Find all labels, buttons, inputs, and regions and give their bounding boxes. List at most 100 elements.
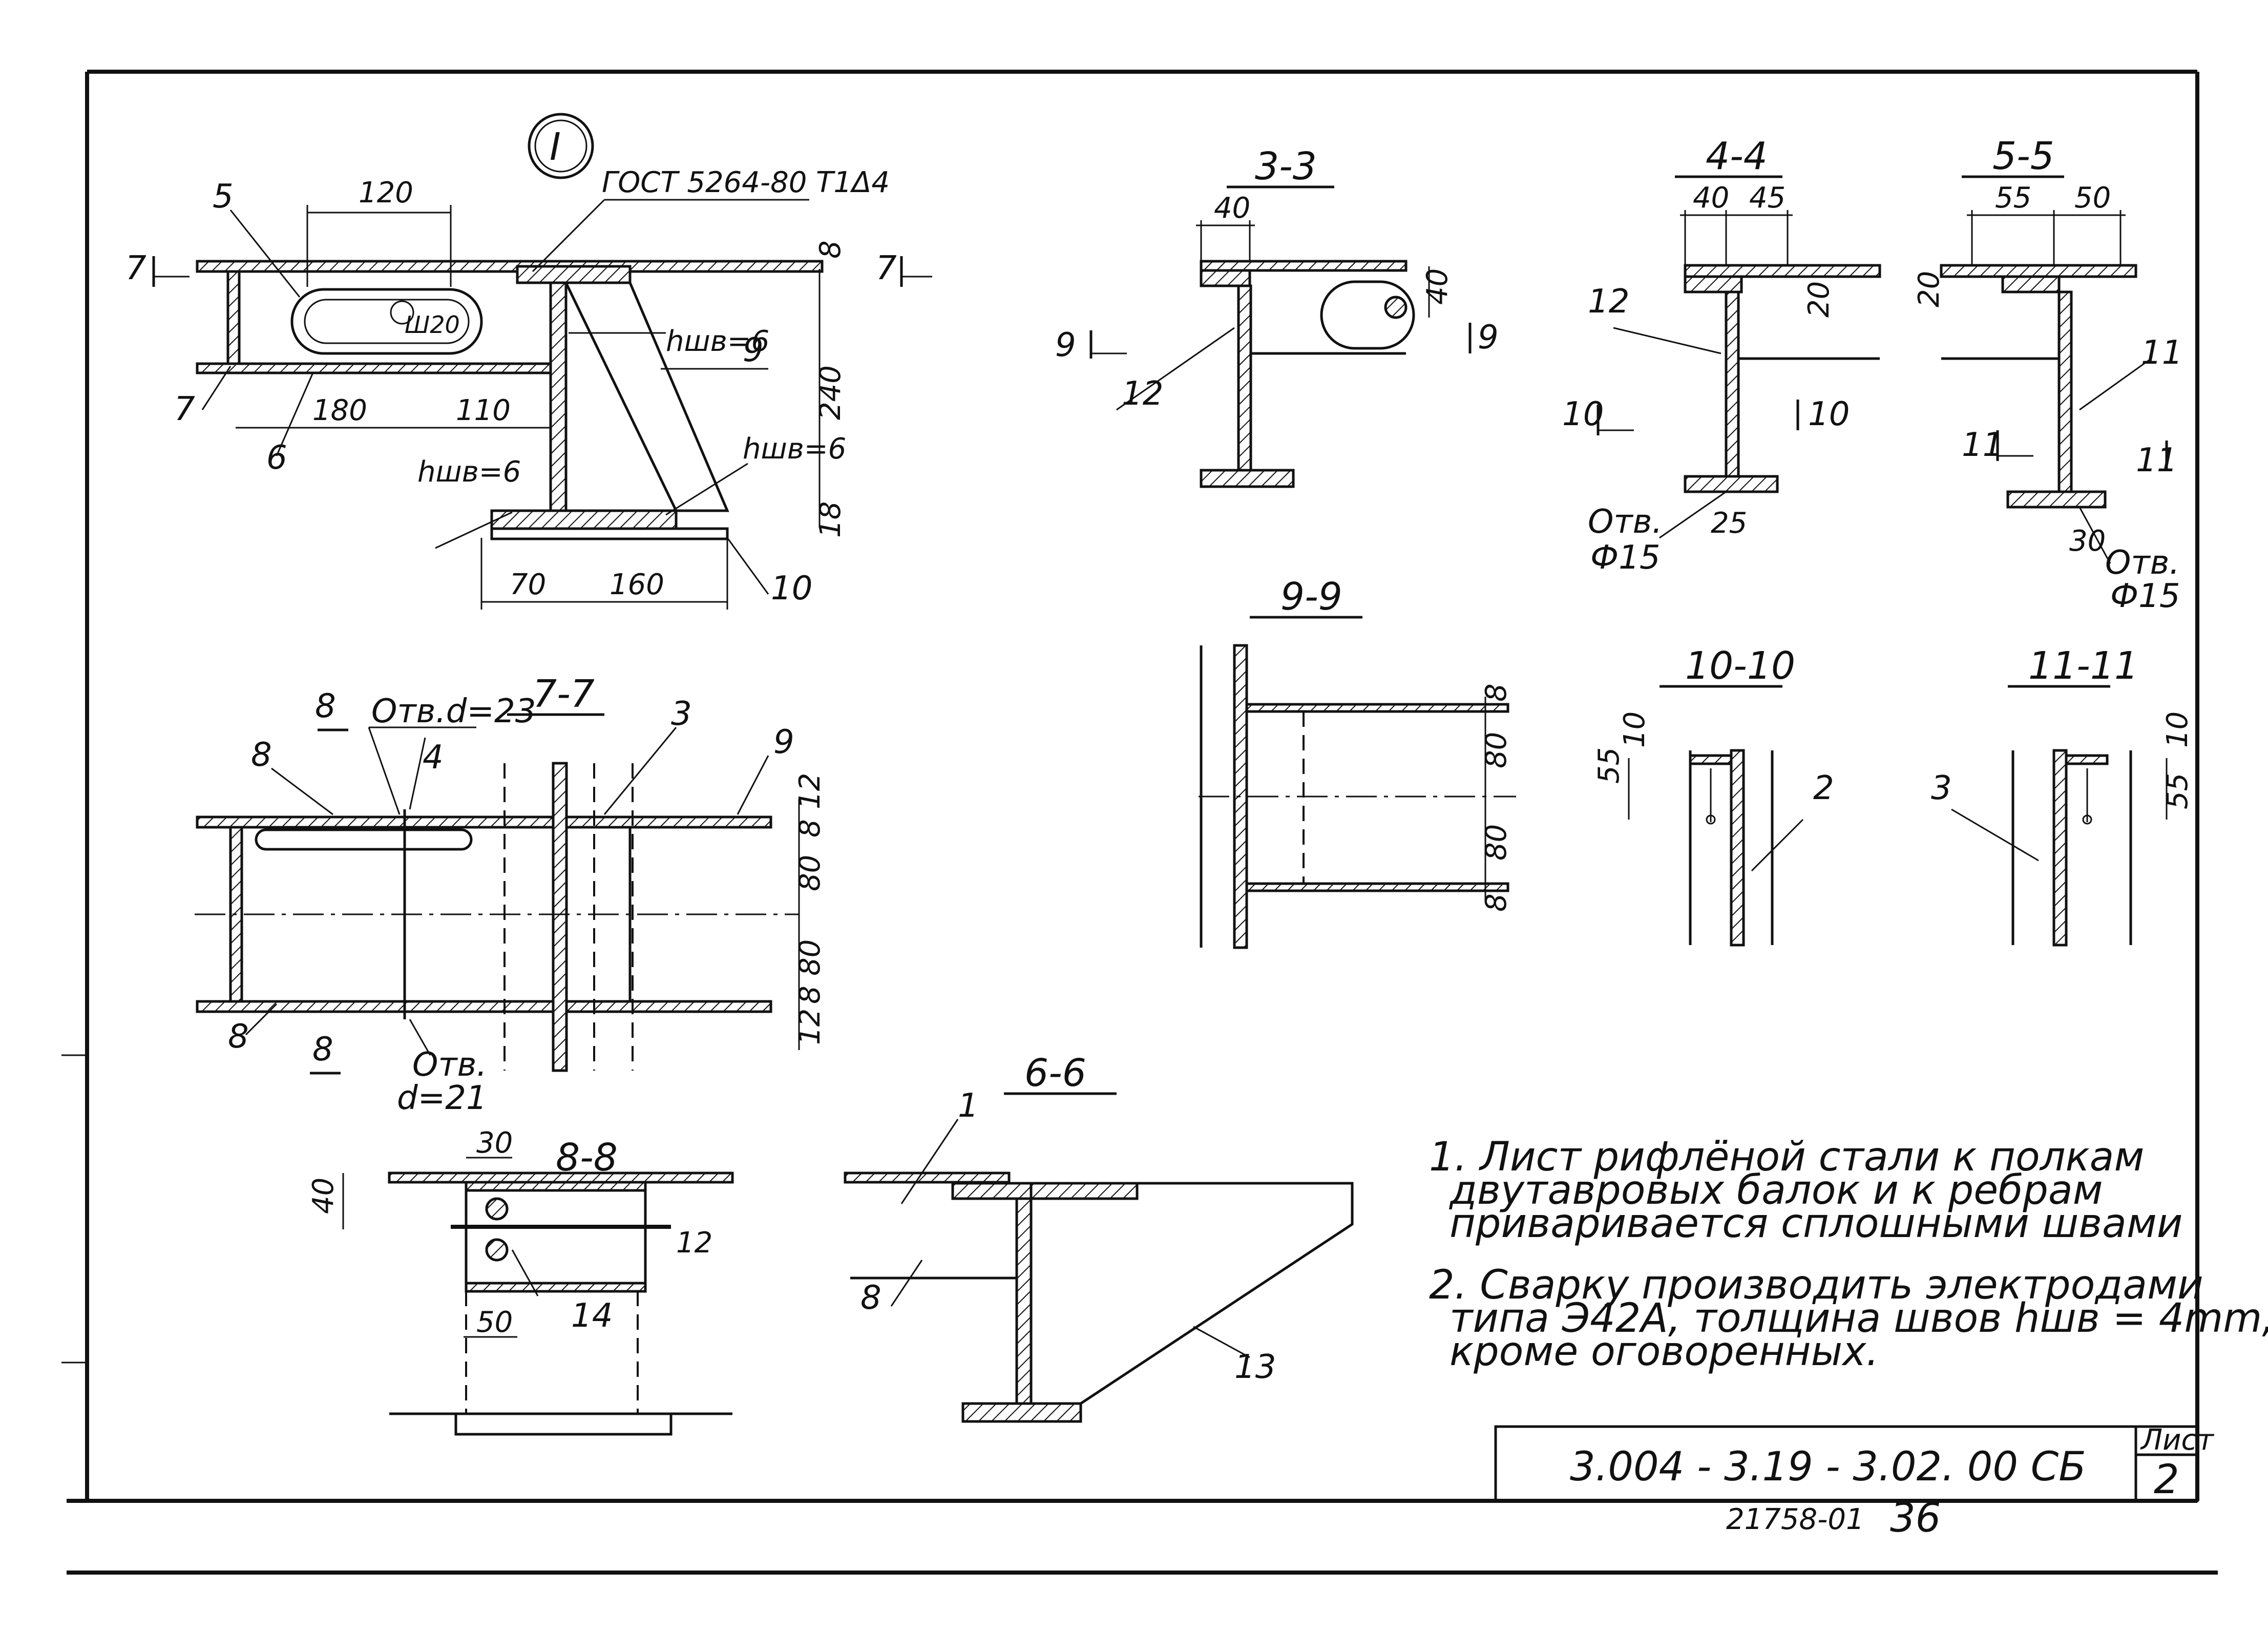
slot — [255, 828, 473, 851]
section-11-11-title: 11-11 — [2028, 644, 2138, 688]
callout-6: 6 — [266, 439, 287, 477]
hole-label: Отв. — [1588, 503, 1663, 541]
dim-10: 10 — [2161, 711, 2194, 748]
dim-120: 120 — [359, 176, 413, 210]
dim-45: 45 — [1749, 181, 1786, 215]
hole-diameter: Ф15 — [1590, 539, 1661, 577]
dim-8: 8 — [814, 240, 847, 259]
section-3-3: 3-3 40 40 12 9 9 — [1055, 144, 1499, 488]
section-3-3-title: 3-3 — [1255, 144, 1317, 189]
cut-mark-7-left: 7 — [125, 249, 146, 287]
cut-mark-8-top: 8 — [315, 687, 336, 725]
note-2-line-2: типа Э42А, толщина швов hшв = 4mm, — [1450, 1295, 2268, 1342]
web — [1233, 644, 1248, 949]
dim-8-bottom: 8 — [1480, 893, 1513, 912]
dim-50: 50 — [2074, 181, 2111, 215]
cut-mark-9-left: 9 — [1055, 326, 1076, 364]
web — [1730, 749, 1745, 947]
top-plate — [196, 260, 824, 273]
bottom-flange — [961, 1402, 1082, 1423]
dim-80-top: 80 — [1480, 732, 1513, 768]
plate — [1684, 264, 1881, 278]
callout-8-top: 8 — [251, 736, 272, 774]
callout-9: 9 — [773, 723, 794, 761]
section-5-5: 5-5 55 50 20 30 11 11 11 Отв. Ф15 — [1913, 134, 2182, 615]
rib-9 — [564, 281, 729, 512]
plate — [1200, 260, 1408, 272]
bottom-plate — [196, 362, 557, 374]
weld-note-1: hшв=6 — [666, 325, 769, 358]
slot-outline — [290, 288, 483, 355]
hole-diameter: Ф15 — [2110, 577, 2180, 615]
top-plate — [1245, 703, 1509, 713]
notes-block: 1. Лист рифлёной стали к полкам двутавро… — [1429, 1134, 2268, 1375]
note-1-line-2: двутавровых балок и к ребрам — [1448, 1167, 2103, 1213]
cut-mark-7-right: 7 — [876, 249, 897, 287]
web — [1725, 290, 1740, 478]
bolt-hole — [390, 300, 414, 325]
archive-number: 21758-01 — [1726, 1503, 1864, 1536]
detail-mark-circle — [528, 113, 594, 179]
note-1-line-3: приваривается сплошными швами — [1450, 1201, 2182, 1247]
callout-5: 5 — [213, 178, 234, 216]
section-6-6-title: 6-6 — [1024, 1051, 1086, 1095]
beam-top-flange — [516, 265, 632, 284]
callout-9: 9 — [743, 331, 764, 369]
note-1-line-1: 1. Лист рифлёной стали к полкам — [1429, 1134, 2144, 1180]
dim-80-bottom: 80 — [1480, 824, 1513, 861]
top-plate — [388, 1171, 734, 1184]
dim-180: 180 — [312, 394, 367, 427]
section-8-8: 8-8 30 40 12 50 14 — [307, 1126, 734, 1436]
plate — [844, 1171, 1011, 1184]
weld-note-3: hшв=6 — [743, 432, 846, 466]
dim-240: 240 — [814, 365, 847, 420]
callout-10: 10 — [771, 570, 812, 608]
bottom-plate — [1245, 882, 1509, 892]
dim-20: 20 — [1802, 281, 1836, 318]
bottom-flange — [1200, 469, 1295, 488]
callout-12: 12 — [1122, 375, 1163, 413]
dim-40-top: 40 — [1214, 192, 1250, 225]
bottom-flange — [1684, 475, 1779, 493]
dim-8-top: 8 — [1480, 683, 1513, 702]
callout-8: 8 — [860, 1279, 881, 1317]
callout-4: 4 — [423, 739, 444, 777]
note-2-line-3: кроме оговоренных. — [1450, 1329, 1879, 1375]
bottom-flange — [2006, 490, 2107, 509]
callout-2: 2 — [1813, 769, 1834, 807]
callout-13: 13 — [1234, 1348, 1276, 1386]
web — [552, 762, 568, 1072]
dim-25: 25 — [1711, 507, 1747, 540]
slot-label: Ш20 — [405, 311, 460, 339]
beam-bottom-flange — [490, 509, 678, 530]
dim-18: 18 — [814, 501, 847, 538]
section-7-7: 7-7 12 8 80 80 8 12 8 3 9 8 4 8 8 — [195, 672, 827, 1117]
base-plate — [490, 527, 729, 540]
end-plate — [226, 270, 241, 365]
detail-mark: I — [550, 125, 561, 169]
hole-label: Отв. — [2105, 544, 2180, 582]
cut-mark-10-left: 10 — [1562, 395, 1604, 433]
dim-10: 10 — [1618, 711, 1651, 748]
weld-note-2: hшв=6 — [417, 455, 521, 489]
web — [1237, 284, 1252, 472]
beam-web — [549, 281, 568, 512]
dim-55: 55 — [1592, 747, 1626, 784]
section-9-9-title: 9-9 — [1280, 575, 1342, 619]
dim-160: 160 — [610, 568, 664, 601]
dim-40-side: 40 — [1421, 268, 1454, 305]
callout-3: 3 — [1931, 769, 1952, 807]
dim-12: 12 — [676, 1226, 712, 1260]
cut-mark-11-right: 11 — [2136, 442, 2177, 479]
section-11-11: 11-11 10 55 3 — [1931, 644, 2194, 947]
bottom-plate — [196, 1000, 772, 1013]
dim-50: 50 — [476, 1306, 513, 1339]
dim-55: 55 — [1995, 181, 2031, 215]
callout-1: 1 — [958, 1087, 979, 1125]
base-plate — [454, 1412, 673, 1436]
cut-mark-9-right: 9 — [1478, 319, 1499, 357]
section-10-10: 10-10 55 10 2 — [1592, 644, 1834, 947]
callout-3: 3 — [671, 695, 692, 733]
section-4-4: 4-4 40 45 20 25 12 10 10 Отв. Ф15 — [1562, 134, 1881, 577]
